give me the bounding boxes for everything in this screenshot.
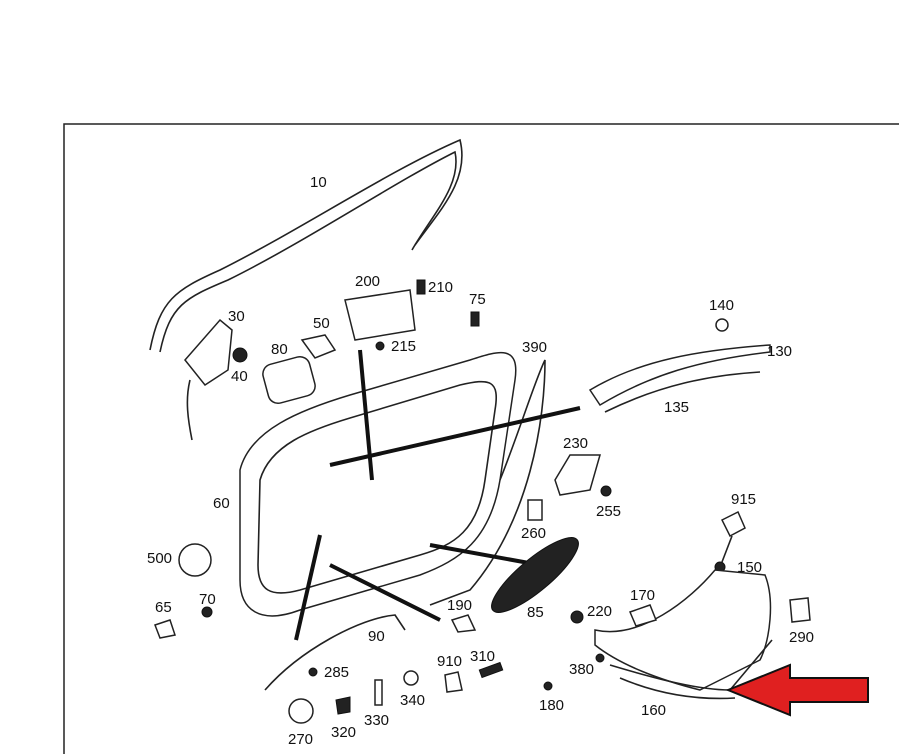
leader-85 (429, 543, 541, 567)
label-70: 70 (199, 591, 216, 608)
screw-215 (375, 341, 385, 351)
grommet-220 (570, 610, 584, 624)
clip-320 (335, 696, 351, 715)
clip-65 (154, 619, 176, 639)
clip-170 (628, 604, 658, 627)
trim-135 (604, 371, 761, 413)
label-260: 260 (521, 525, 546, 542)
label-150: 150 (737, 559, 762, 576)
clip-140 (715, 318, 729, 332)
screw-255 (600, 485, 612, 497)
clip-210 (416, 279, 426, 295)
label-170: 170 (630, 587, 655, 604)
label-180: 180 (539, 697, 564, 714)
label-220: 220 (587, 603, 612, 620)
clip-70 (201, 606, 213, 618)
window-frame-part (149, 138, 463, 353)
speaker-85 (491, 537, 579, 613)
leader-90 (329, 563, 441, 622)
bushing-340 (403, 670, 419, 686)
label-500: 500 (147, 550, 172, 567)
clip-260 (527, 499, 543, 521)
trim-strip-160b (619, 677, 736, 700)
label-380: 380 (569, 661, 594, 678)
label-910: 910 (437, 653, 462, 670)
label-320: 320 (331, 724, 356, 741)
label-190: 190 (447, 597, 472, 614)
plug-40 (232, 347, 248, 363)
ring-270 (288, 698, 314, 724)
label-50: 50 (313, 315, 330, 332)
label-160: 160 (641, 702, 666, 719)
label-215: 215 (391, 338, 416, 355)
label-285: 285 (324, 664, 349, 681)
label-75: 75 (469, 291, 486, 308)
label-65: 65 (155, 599, 172, 616)
screw-380 (595, 653, 605, 663)
leader-915 (721, 535, 733, 563)
cable-30 (186, 379, 193, 441)
label-290: 290 (789, 629, 814, 646)
leader-60 (294, 534, 322, 641)
label-915: 915 (731, 491, 756, 508)
door-panel-inner (257, 380, 497, 594)
clip-75 (470, 311, 480, 327)
label-90: 90 (368, 628, 385, 645)
label-200: 200 (355, 273, 380, 290)
label-330: 330 (364, 712, 389, 729)
label-80: 80 (271, 341, 288, 358)
label-40: 40 (231, 368, 248, 385)
clip-190 (450, 614, 477, 633)
door-seal-390 (429, 359, 546, 606)
speaker-grille-230 (554, 454, 601, 496)
label-915 (720, 510, 746, 538)
cable-90 (264, 614, 406, 691)
handle-200 (344, 289, 416, 341)
label-210: 210 (428, 279, 453, 296)
screw-285 (308, 667, 318, 677)
label-135: 135 (664, 399, 689, 416)
label-60: 60 (213, 495, 230, 512)
label-10: 10 (310, 174, 327, 191)
screw-180 (543, 681, 553, 691)
handle-bezel-80 (262, 355, 316, 405)
label-390: 390 (522, 339, 547, 356)
label-140: 140 (709, 297, 734, 314)
pocket-trim-170 (594, 569, 772, 691)
clip-290 (789, 597, 811, 623)
diagram-frame (63, 123, 899, 754)
label-255: 255 (596, 503, 621, 520)
label-85: 85 (527, 604, 544, 621)
label-130: 130 (767, 343, 792, 360)
mirror-bracket-part (184, 318, 233, 387)
red-arrow-callout (725, 663, 869, 717)
seal-910 (444, 671, 463, 693)
label-230: 230 (563, 435, 588, 452)
label-30: 30 (228, 308, 245, 325)
leader-390 (329, 406, 581, 467)
switch-310 (478, 661, 504, 679)
trim-130 (588, 344, 771, 407)
leader-200 (358, 349, 374, 481)
switch-50 (300, 334, 337, 359)
tool-500 (178, 543, 212, 577)
pin-330 (374, 679, 383, 706)
label-270: 270 (288, 731, 313, 748)
label-340: 340 (400, 692, 425, 709)
label-310: 310 (470, 648, 495, 665)
